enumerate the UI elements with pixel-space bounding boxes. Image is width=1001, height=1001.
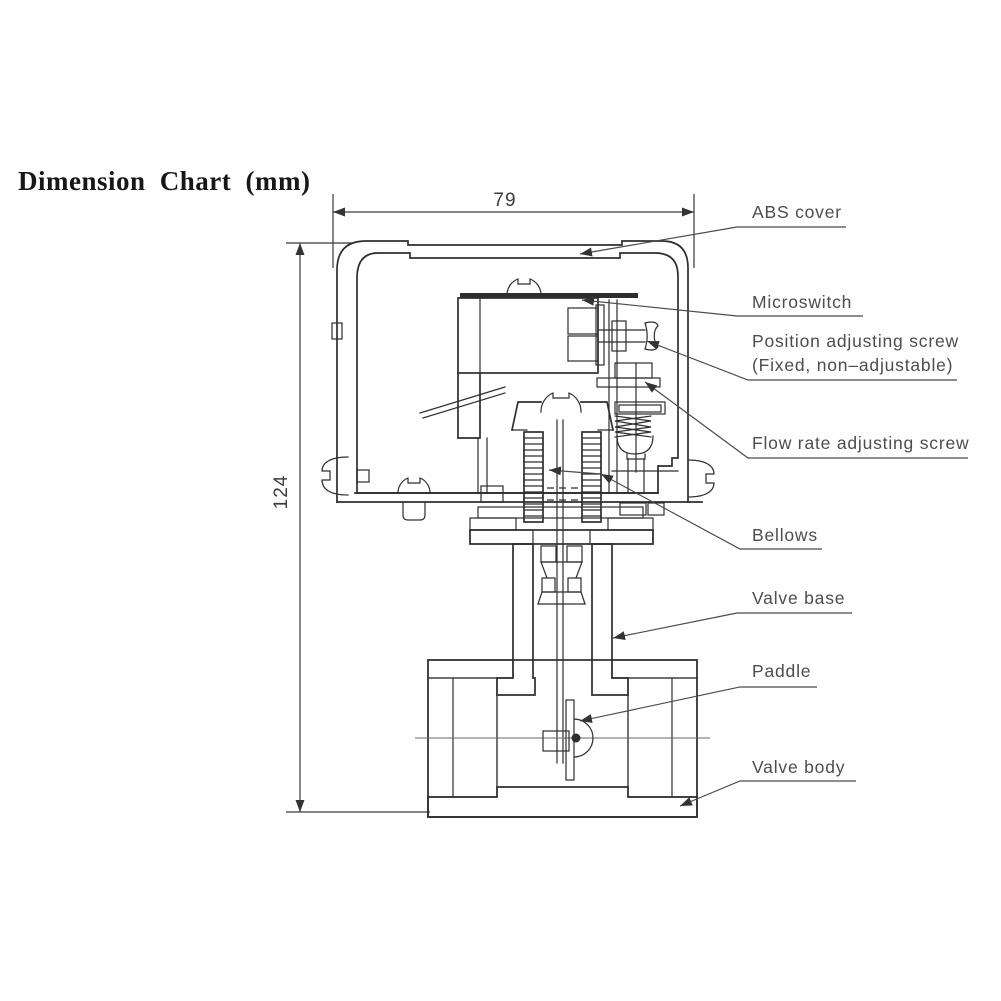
valve-body-drawing	[415, 659, 710, 818]
leader-bellows-tip	[548, 466, 602, 476]
label-paddle: Paddle	[752, 661, 811, 681]
label-microswitch: Microswitch	[752, 292, 852, 312]
dimension-height: 124	[271, 242, 430, 813]
leader-flow-screw	[644, 381, 968, 459]
spring-icon	[614, 415, 652, 438]
label-position-screw-line1: Position adjusting screw	[752, 331, 959, 351]
page-title: Dimension Chart (mm)	[18, 166, 310, 196]
height-value: 124	[271, 475, 292, 510]
bellows-screw-icon	[540, 392, 582, 413]
bellows-drawing	[510, 392, 615, 764]
microswitch-screw-icon	[506, 278, 542, 296]
valve-base-drawing	[469, 506, 654, 696]
flow-screw-drawing	[596, 362, 679, 494]
part-labels: ABS cover Microswitch Position adjusting…	[752, 202, 969, 777]
dimension-width: 79	[332, 190, 695, 268]
leader-bellows	[600, 473, 822, 550]
label-position-screw-line2: (Fixed, non–adjustable)	[752, 355, 953, 375]
paddle-pivot-dot	[571, 733, 581, 743]
position-screw-head-icon	[644, 321, 659, 351]
label-bellows: Bellows	[752, 525, 818, 545]
width-value: 79	[493, 190, 516, 211]
leader-position-screw	[646, 340, 957, 381]
leader-abs-cover	[579, 226, 846, 257]
leader-paddle	[579, 686, 817, 723]
leader-lines	[548, 226, 968, 807]
paddle-drawing	[542, 699, 594, 781]
abs-cover-drawing	[321, 240, 715, 521]
cover-screw-icon	[397, 477, 431, 494]
leader-microswitch	[581, 296, 863, 317]
label-abs-cover: ABS cover	[752, 202, 842, 222]
leader-valve-body	[679, 780, 856, 807]
label-valve-base: Valve base	[752, 588, 845, 608]
spring-seat-icon	[616, 435, 654, 455]
microswitch-drawing	[419, 278, 638, 503]
leader-valve-base	[612, 612, 852, 641]
label-flow-screw: Flow rate adjusting screw	[752, 433, 969, 453]
label-valve-body: Valve body	[752, 757, 845, 777]
